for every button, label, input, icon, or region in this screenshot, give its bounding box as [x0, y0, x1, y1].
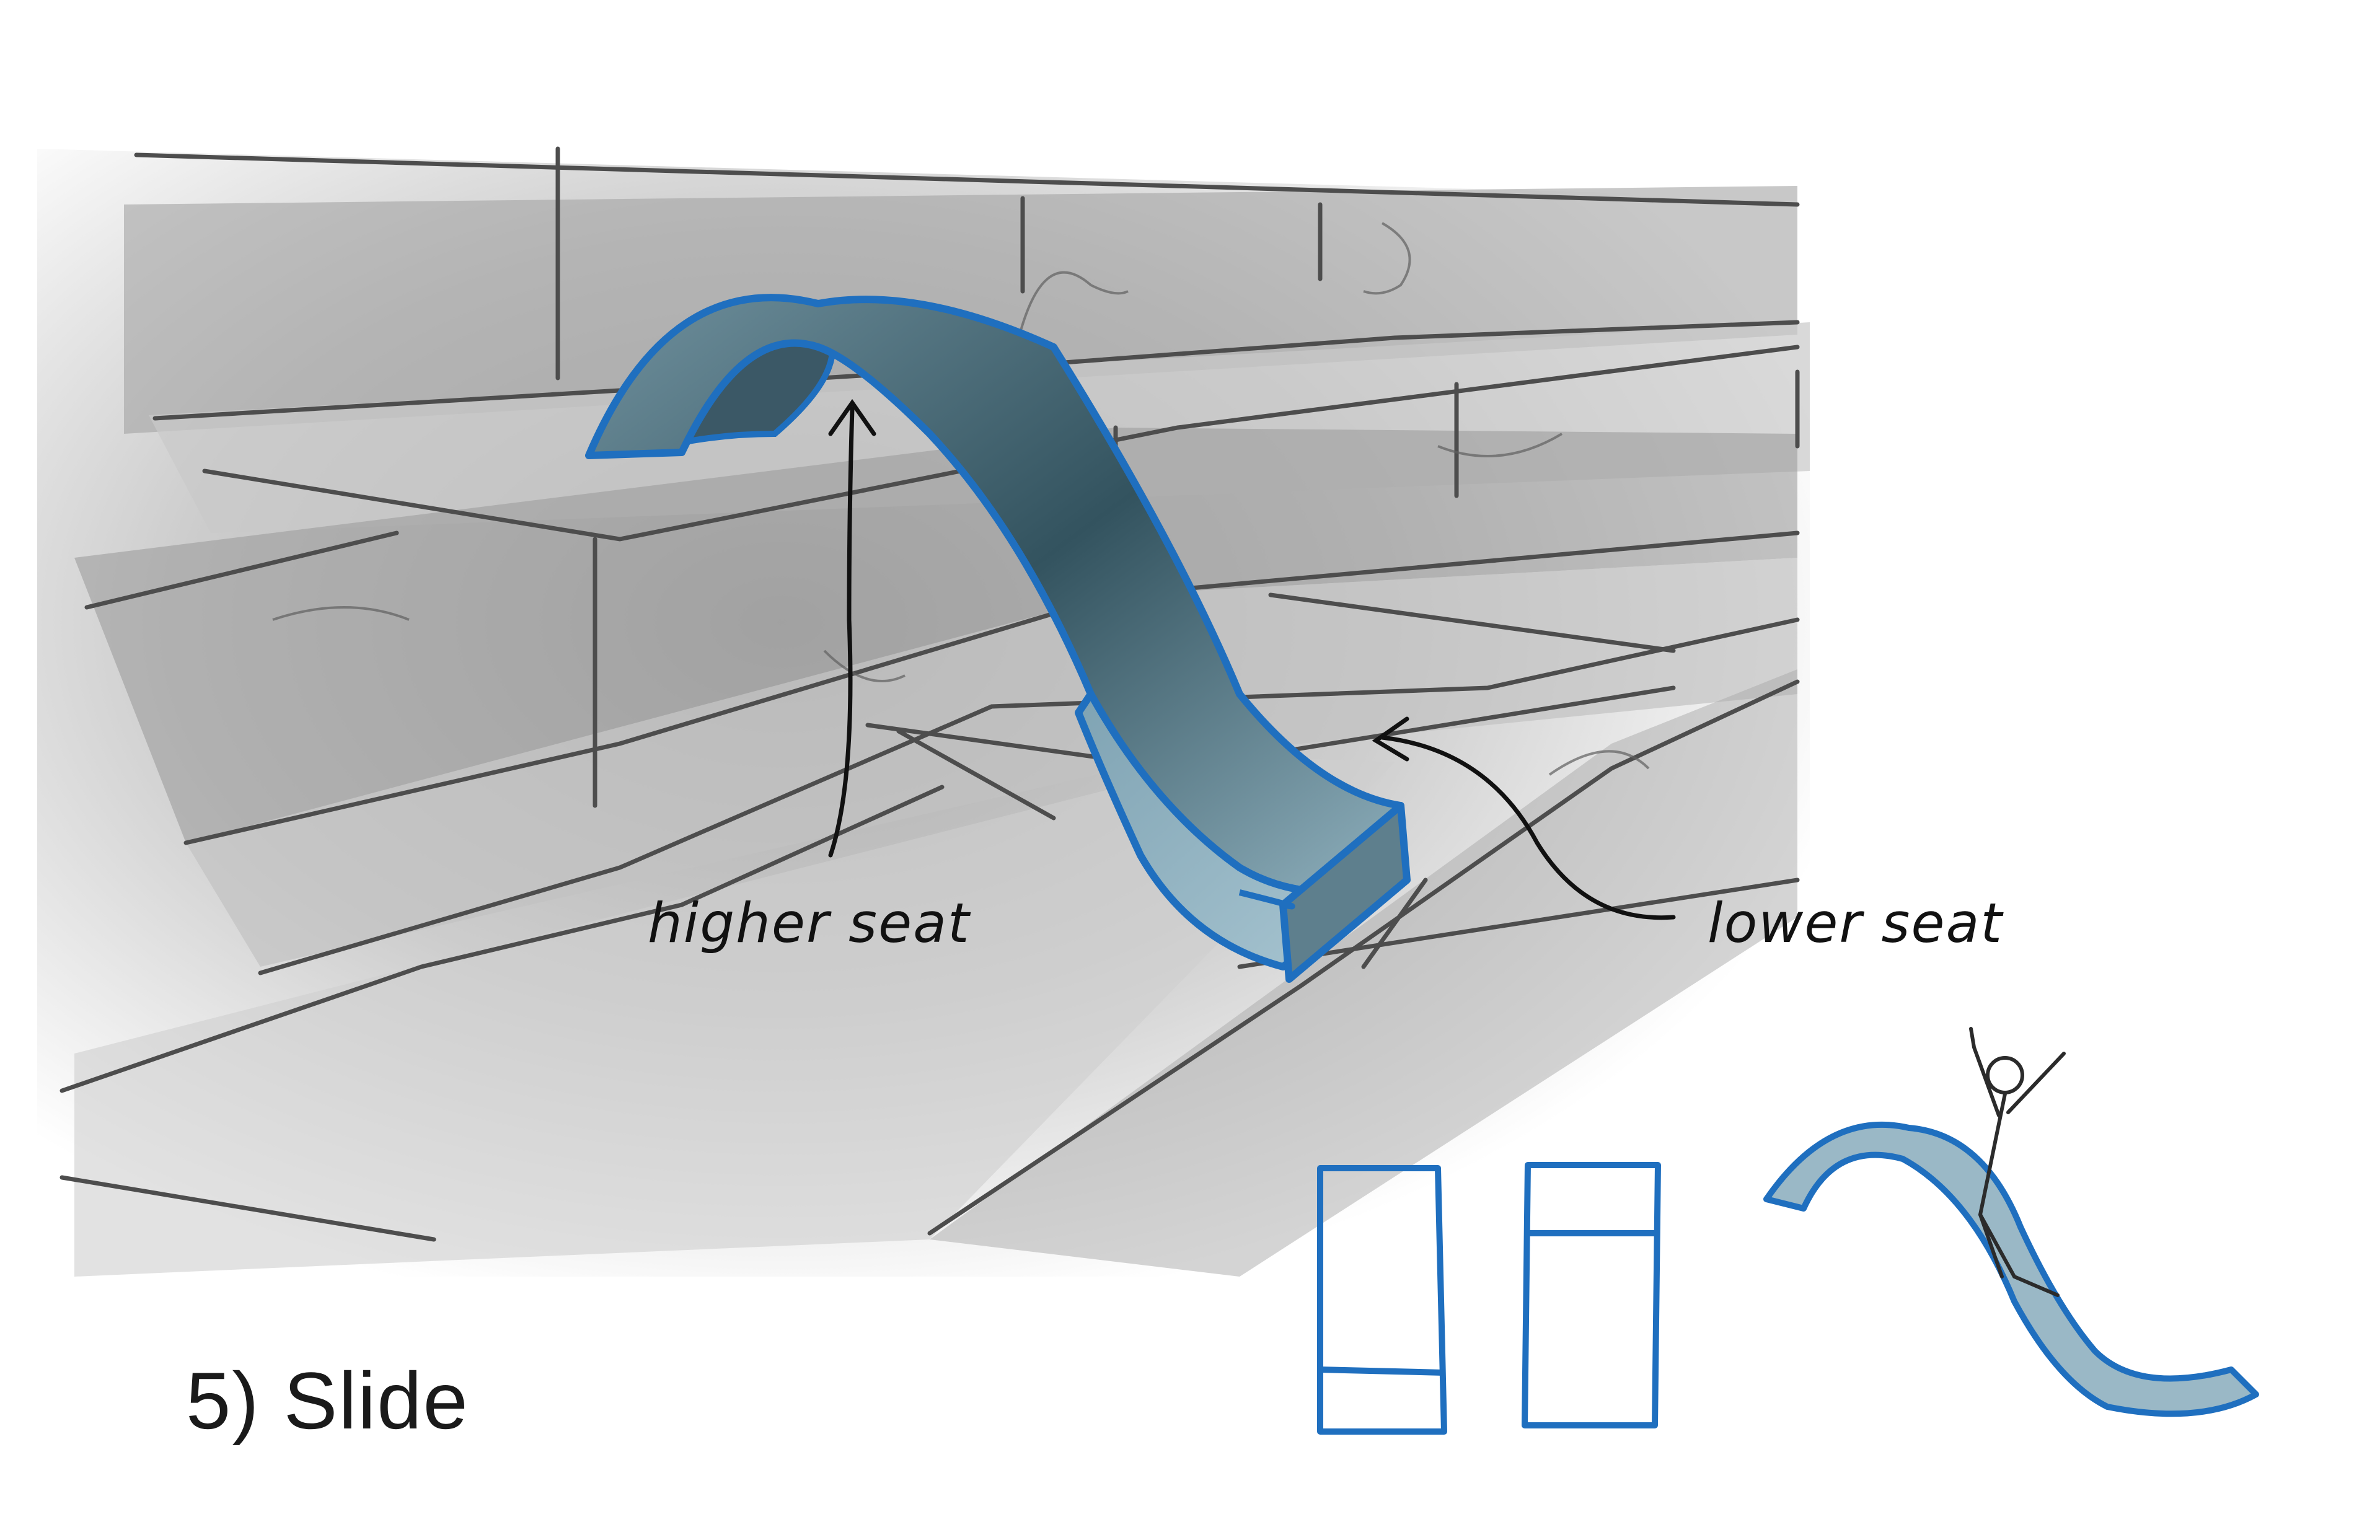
stone-steps-background	[37, 146, 1810, 1277]
lower-seat-arrow-line	[1380, 735, 1676, 920]
slide-illustration	[585, 294, 1411, 983]
annotation-arrows	[828, 398, 1676, 920]
lower-seat-arrow-head	[1372, 716, 1409, 762]
top-view-diagram-b	[1522, 1162, 1661, 1428]
top-view-diagram-a	[1317, 1165, 1447, 1435]
lower-seat-label: lower seat	[1708, 891, 2004, 955]
higher-seat-label: higher seat	[648, 891, 971, 955]
stick-figure	[1969, 1027, 2066, 1297]
figure-caption: 5) Slide	[186, 1355, 469, 1446]
higher-seat-arrow-head	[828, 398, 876, 436]
side-view-diagram	[1763, 1027, 2259, 1417]
higher-seat-arrow-line	[828, 407, 855, 858]
